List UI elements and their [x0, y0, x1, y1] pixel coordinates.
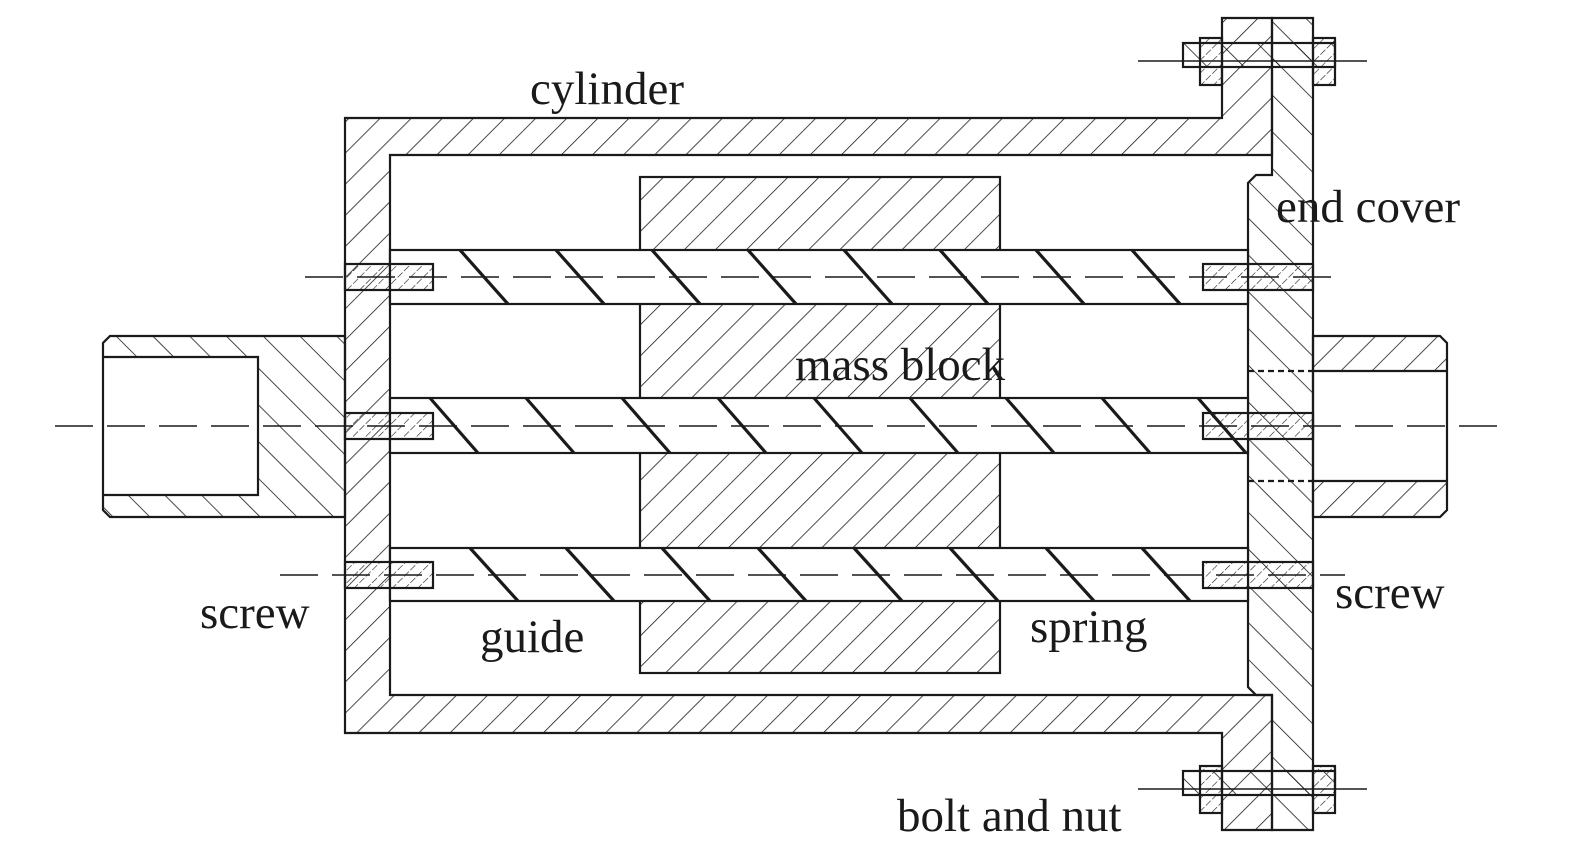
spring-coil: [1004, 396, 1056, 455]
label-end-cover: end cover: [1276, 181, 1460, 233]
label-guide: guide: [480, 611, 585, 663]
label-screw-right: screw: [1335, 567, 1445, 619]
spring-coil: [746, 248, 798, 306]
label-spring: spring: [1030, 601, 1148, 653]
label-screw-left: screw: [200, 587, 310, 639]
label-mass-block: mass block: [795, 339, 1006, 391]
spring-coil: [842, 248, 894, 306]
label-cylinder: cylinder: [530, 63, 684, 115]
cylinder-body: [343, 16, 1274, 832]
label-bolt-and-nut: bolt and nut: [897, 790, 1122, 842]
spring-coil: [564, 546, 616, 603]
spring-coil: [908, 396, 960, 455]
spring-coil: [660, 546, 712, 603]
